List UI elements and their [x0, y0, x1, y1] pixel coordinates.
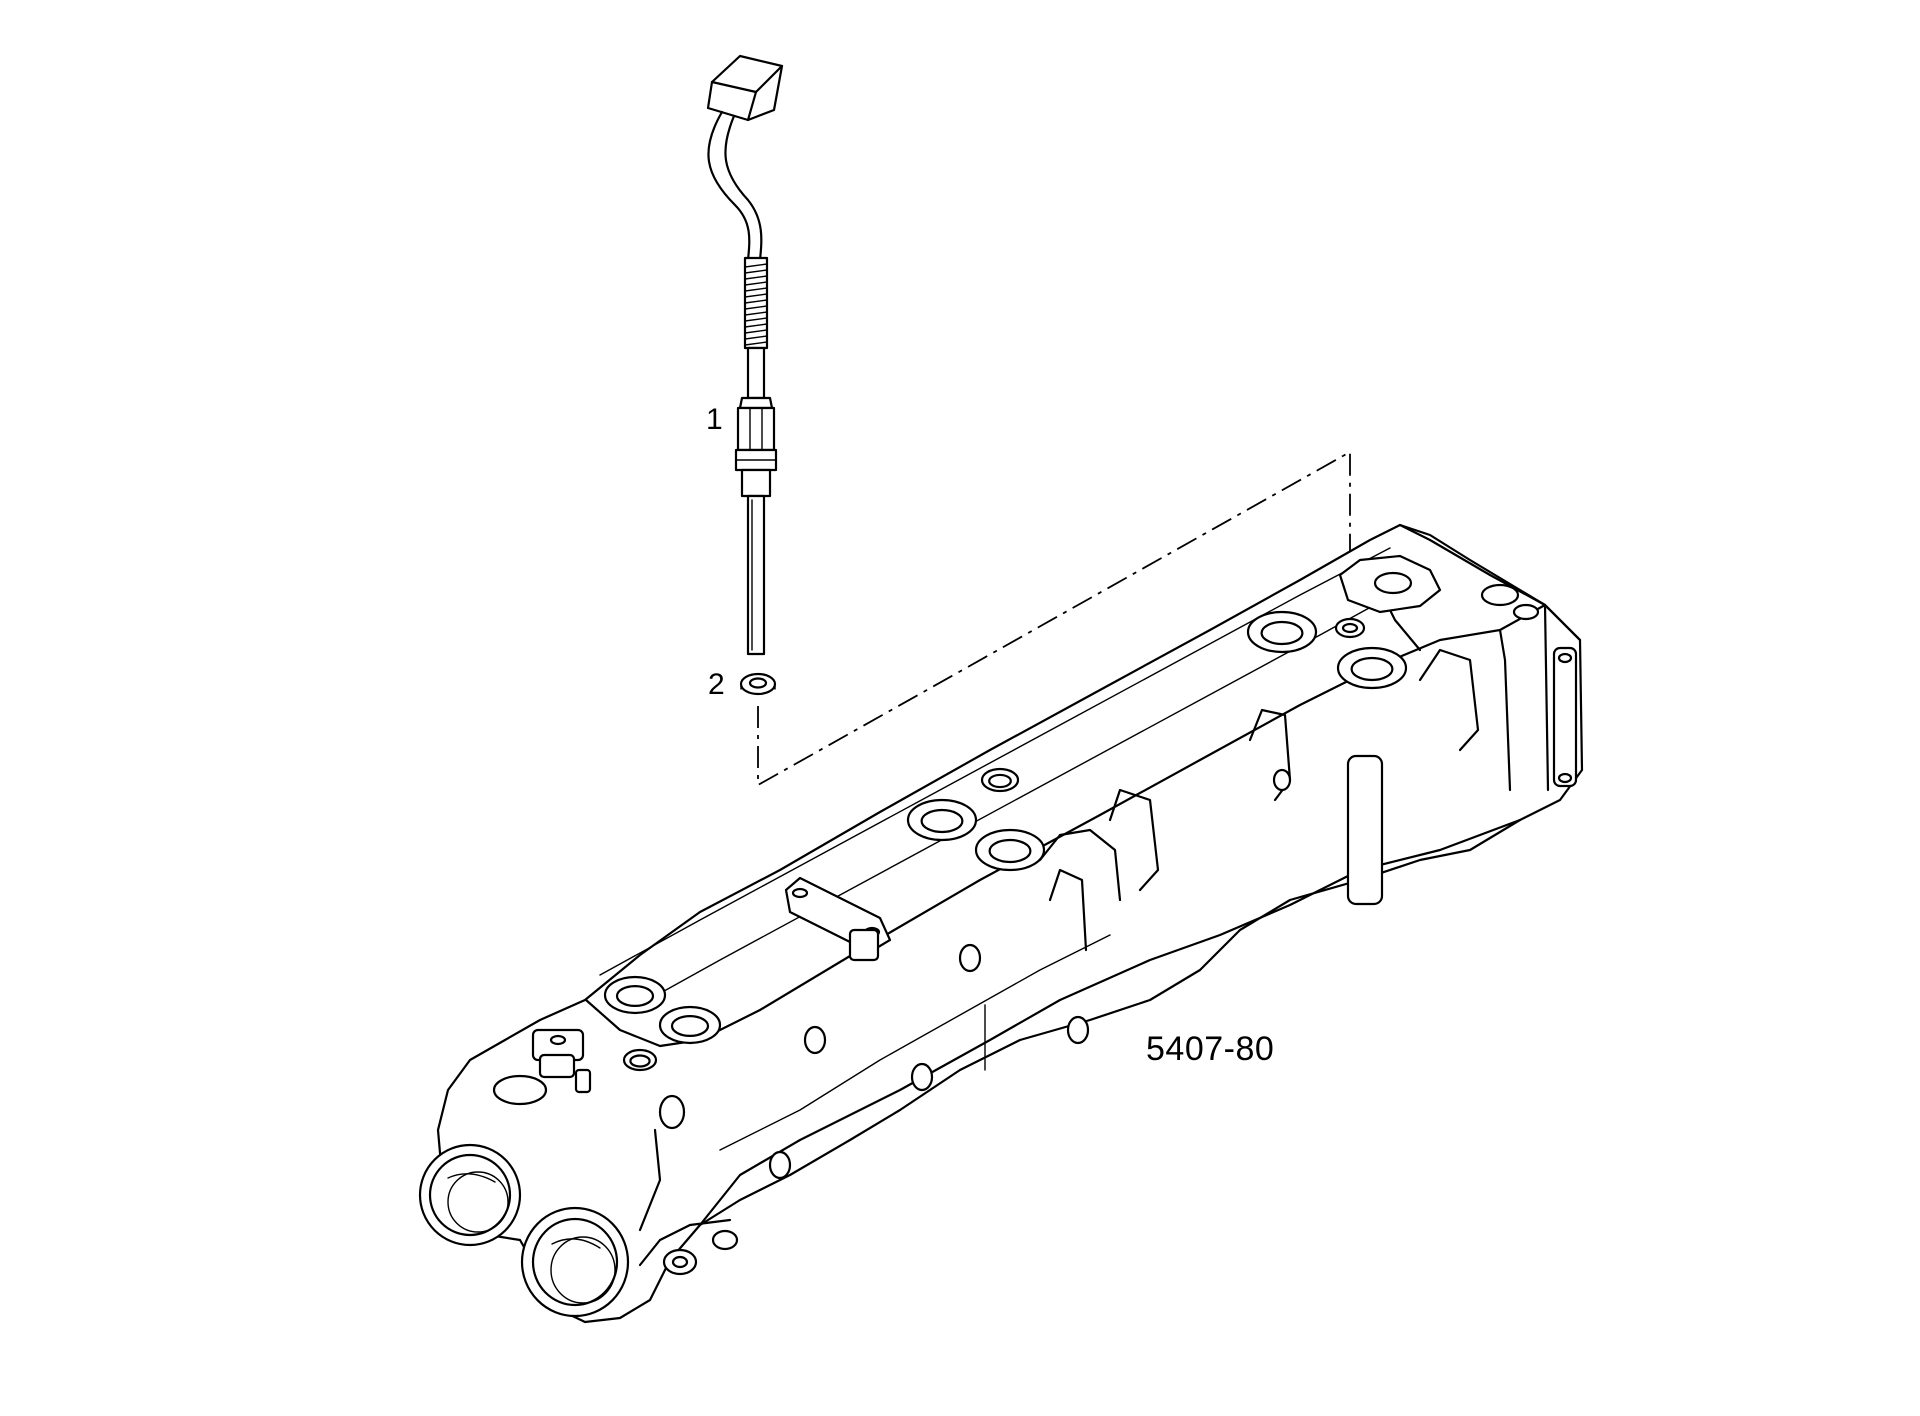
- spring-coil: [744, 305, 768, 310]
- spring-coil: [744, 323, 768, 328]
- top-port: [658, 1005, 722, 1045]
- sensor-port-boss: [1334, 554, 1442, 639]
- spring-coil: [744, 317, 768, 322]
- callout-1-label: 1: [706, 403, 723, 436]
- sensor-cable: [707, 110, 763, 262]
- assembly-centerline: [757, 450, 1351, 787]
- spring-coil: [744, 329, 768, 334]
- spring-coil: [744, 269, 768, 274]
- housing-boss: [1038, 828, 1122, 902]
- spring-coil: [744, 335, 768, 340]
- top-port: [1246, 610, 1318, 654]
- sensor-probe-tube: [746, 494, 766, 656]
- top-port: [980, 767, 1020, 793]
- top-port: [622, 1048, 658, 1072]
- spring-coil: [744, 263, 768, 268]
- spring-coil: [744, 275, 768, 280]
- spring-coil: [744, 287, 768, 292]
- linking-bracket: [784, 876, 892, 962]
- front-bracket: [531, 1028, 592, 1094]
- sensor-connector: [706, 54, 784, 122]
- side-bolt-holes: [768, 768, 1292, 1180]
- outlet-pipe-right: [520, 1206, 630, 1318]
- spring-coil: [744, 311, 768, 316]
- outlet-pipe-left: [418, 1143, 522, 1247]
- sensor-hex-nut: [734, 396, 778, 498]
- side-ribs: [1048, 588, 1480, 952]
- callout-2-label: 2: [708, 668, 725, 701]
- sensor-probe: [706, 54, 784, 656]
- sensor-spring-sleeve: [743, 256, 769, 350]
- spring-coil: [744, 293, 768, 298]
- spring-coil: [744, 341, 768, 346]
- top-ports: [603, 610, 1408, 1072]
- figure-code: 5407-80: [1146, 1030, 1275, 1068]
- spring-coil: [744, 299, 768, 304]
- top-port: [1336, 646, 1408, 690]
- front-cap: [492, 1074, 548, 1106]
- top-port: [906, 798, 978, 842]
- spring-coil: [744, 281, 768, 286]
- sensor-upper-shaft: [746, 346, 766, 400]
- manifold-housing: [418, 523, 1584, 1324]
- top-port: [603, 975, 667, 1015]
- mounting-flange: [1346, 754, 1384, 906]
- sealing-washer: [739, 672, 777, 696]
- front-fittings: [638, 1094, 739, 1276]
- rear-end-block: [1398, 523, 1582, 792]
- top-port: [974, 828, 1046, 872]
